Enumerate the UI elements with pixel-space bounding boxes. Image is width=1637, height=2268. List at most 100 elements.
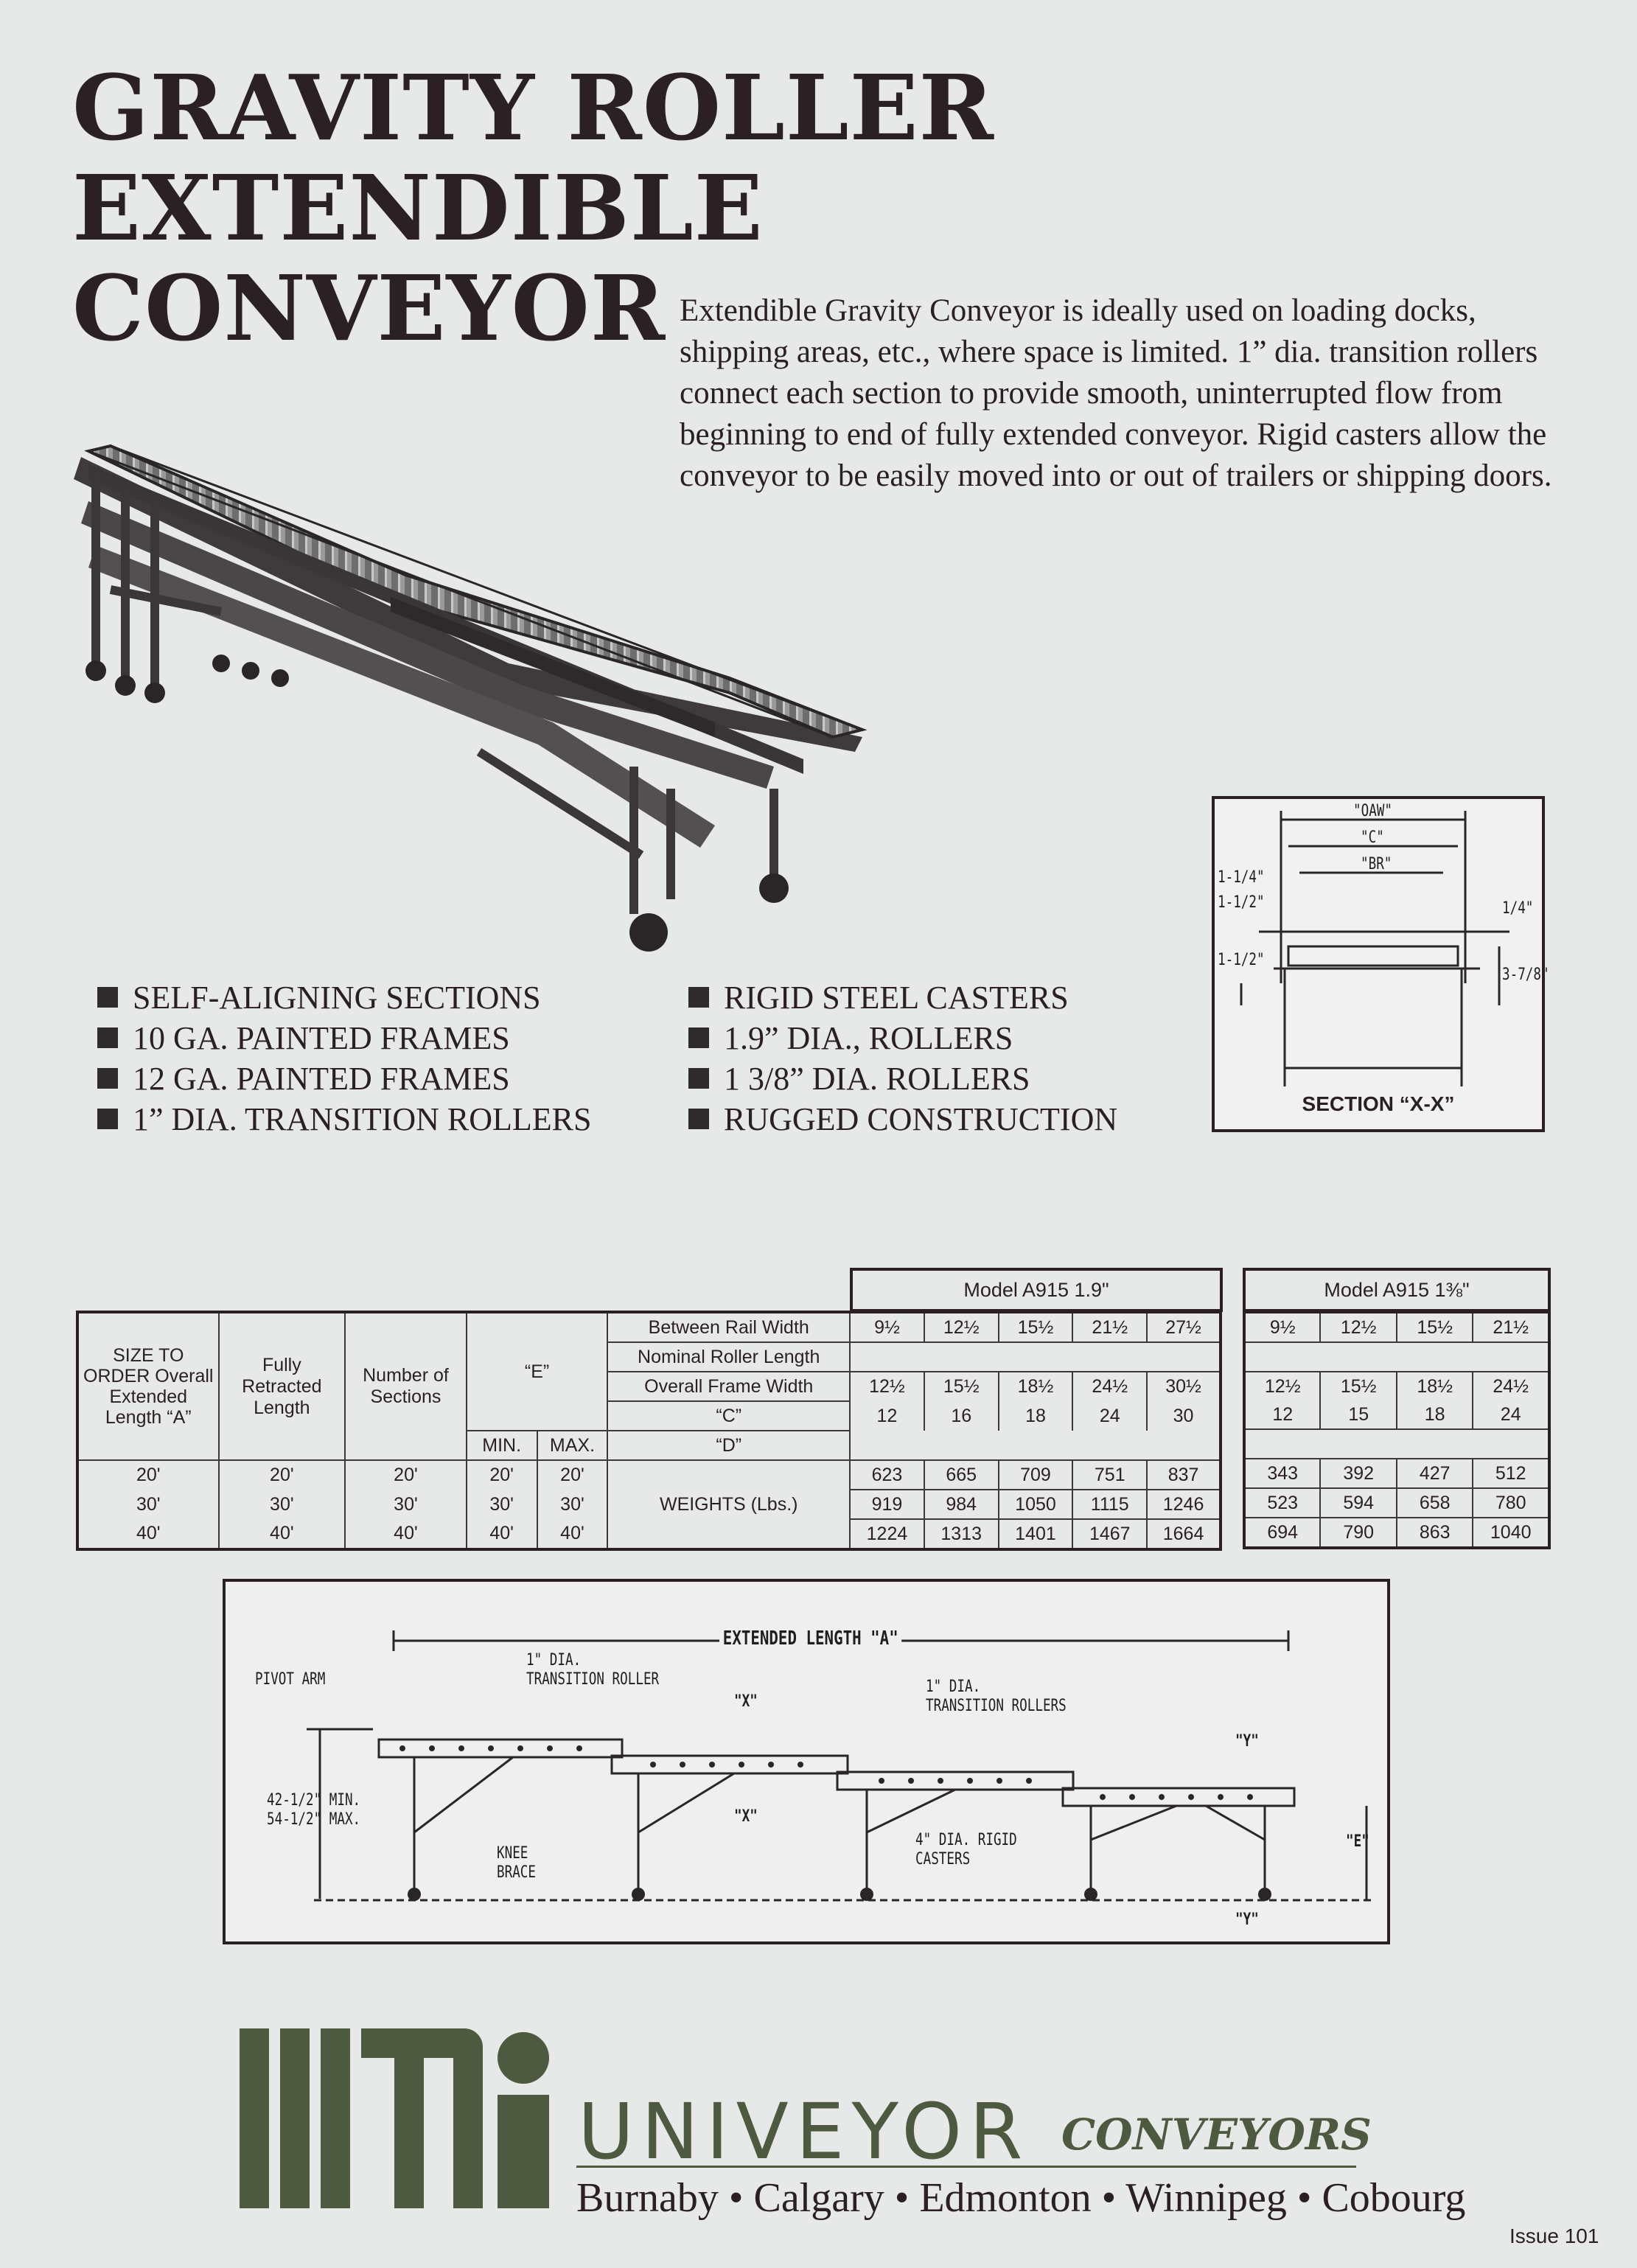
cell: 15½: [1319, 1372, 1397, 1400]
brand-subtitle: CONVEYORS: [1061, 2110, 1372, 2160]
y-label-top: "Y": [1235, 1732, 1259, 1751]
dim-1-1-2-b: 1-1/2": [1218, 951, 1265, 969]
cell: 1401: [997, 1519, 1073, 1549]
cell: 12: [1272, 1403, 1294, 1425]
feature-item: 12 GA. PAINTED FRAMES: [94, 1058, 699, 1099]
cell-empty: [1244, 1342, 1549, 1372]
cell: 18: [1395, 1400, 1473, 1429]
features-left: SELF-ALIGNING SECTIONS 10 GA. PAINTED FR…: [94, 977, 699, 1140]
conveyor-photo: [74, 444, 868, 952]
spec-table-138: 9½ 12½ 15½ 21½ 12½ 15½ 18½ 24½ 12 15 18 …: [1243, 1311, 1551, 1549]
cell: 12: [849, 1401, 924, 1431]
page-title: GRAVITY ROLLER EXTENDIBLE CONVEYOR: [72, 57, 1325, 358]
cell: 427: [1395, 1459, 1473, 1489]
dim-1-1-2-a: 1-1/2": [1218, 893, 1265, 912]
x-label-top: "X": [734, 1692, 758, 1711]
cell: 15½: [997, 1312, 1073, 1343]
feature-item: RUGGED CONSTRUCTION: [685, 1099, 1201, 1140]
row-label: Nominal Roller Length: [607, 1342, 851, 1372]
dim-1-4: 1/4": [1502, 899, 1534, 918]
cell: 12½: [1264, 1375, 1301, 1397]
cell-empty: [849, 1342, 1221, 1372]
cell: 27½: [1146, 1312, 1221, 1343]
intro-paragraph: Extendible Gravity Conveyor is ideally u…: [680, 293, 1552, 493]
cell: 1224: [849, 1519, 924, 1549]
cell: 20': [217, 1460, 346, 1490]
e-label: "E": [1346, 1832, 1369, 1851]
cell: 30': [536, 1490, 608, 1519]
cell: 18: [997, 1401, 1073, 1431]
row-label: “C”: [607, 1401, 851, 1431]
section-xx-diagram: "OAW" "C" "BR" 1-1/4" 1-1/2" 1-1/2" 1/4"…: [1212, 796, 1549, 1132]
cell: 16: [923, 1401, 999, 1431]
y-label-bottom: "Y": [1235, 1911, 1259, 1929]
cell: 20': [465, 1460, 537, 1490]
cell: 40': [344, 1519, 467, 1549]
extended-drawing: [307, 1630, 1375, 1902]
col-sections: Number of Sections: [344, 1312, 467, 1461]
model-a915-138-title: Model A915 1⅜": [1243, 1268, 1551, 1312]
br-label: "BR": [1361, 855, 1392, 873]
cell: 40': [217, 1519, 346, 1549]
e-max-header: MAX.: [536, 1430, 608, 1461]
col-e: “E”: [465, 1312, 608, 1431]
cell: 1313: [923, 1519, 999, 1549]
cell: 790: [1319, 1518, 1397, 1548]
cell: 709: [997, 1460, 1073, 1490]
cell: 1664: [1146, 1519, 1221, 1549]
section-drawing: [1240, 811, 1509, 1086]
cell: 21½: [1072, 1312, 1148, 1343]
brand-rule: [576, 2166, 1356, 2168]
cell: 1467: [1072, 1519, 1148, 1549]
cell: 984: [923, 1490, 999, 1520]
cell: 837: [1146, 1460, 1221, 1490]
cell: 523: [1244, 1488, 1321, 1518]
cell: 12½: [849, 1372, 924, 1401]
height-dimension-label: 42-1/2" MIN. 54-1/2" MAX.: [267, 1791, 361, 1829]
dim-1-1-4: 1-1/4": [1218, 868, 1265, 887]
cell: 21½: [1472, 1312, 1549, 1343]
knee-brace-label: KNEE BRACE: [497, 1844, 536, 1882]
cell: 9½: [849, 1312, 924, 1343]
cell: 30½: [1146, 1372, 1221, 1401]
cell: 20': [136, 1465, 161, 1485]
cell: 30': [344, 1490, 467, 1519]
cell: 15½: [923, 1372, 999, 1401]
cell: 1040: [1472, 1518, 1549, 1548]
cell: 658: [1395, 1488, 1473, 1518]
feature-item: 1.9” DIA., ROLLERS: [685, 1018, 1201, 1058]
cell: 751: [1072, 1460, 1148, 1490]
cell: 12½: [1319, 1312, 1397, 1343]
e-min-header: MIN.: [465, 1430, 537, 1461]
cell: 24: [1472, 1400, 1549, 1429]
cell: 40': [136, 1523, 161, 1543]
weights-label: WEIGHTS (Lbs.): [607, 1460, 851, 1549]
issue-number: Issue 101: [1509, 2225, 1599, 2247]
cell: 343: [1244, 1459, 1321, 1489]
cell: 20': [536, 1460, 608, 1490]
cell-empty: [1244, 1428, 1549, 1459]
cell: 1050: [997, 1490, 1073, 1520]
cell: 24½: [1072, 1372, 1148, 1401]
cell: 18½: [1395, 1372, 1473, 1400]
cell: 20': [344, 1460, 467, 1490]
cell: 665: [923, 1460, 999, 1490]
model-a915-19-title: Model A915 1.9": [850, 1268, 1223, 1312]
cell: 9½: [1244, 1312, 1321, 1343]
spec-table: SIZE TO ORDER Overall Extended Length “A…: [76, 1311, 1222, 1551]
cell: 30: [1146, 1401, 1221, 1431]
cell: 18½: [997, 1372, 1073, 1401]
section-label: SECTION “X-X”: [1302, 1092, 1455, 1115]
feature-item: 1” DIA. TRANSITION ROLLERS: [94, 1099, 699, 1140]
row-label: Overall Frame Width: [607, 1372, 851, 1402]
cell: 919: [849, 1490, 924, 1520]
brand-name: UNIVEYOR: [578, 2087, 1030, 2177]
cell: 15½: [1395, 1312, 1473, 1343]
title-line-1: GRAVITY ROLLER: [72, 55, 995, 161]
row-label: “D”: [607, 1431, 851, 1461]
cell: 594: [1319, 1488, 1397, 1518]
cell: 30': [136, 1493, 161, 1515]
cell-empty: [849, 1431, 1221, 1461]
cell: 623: [849, 1460, 924, 1490]
cell: 1115: [1072, 1490, 1148, 1520]
